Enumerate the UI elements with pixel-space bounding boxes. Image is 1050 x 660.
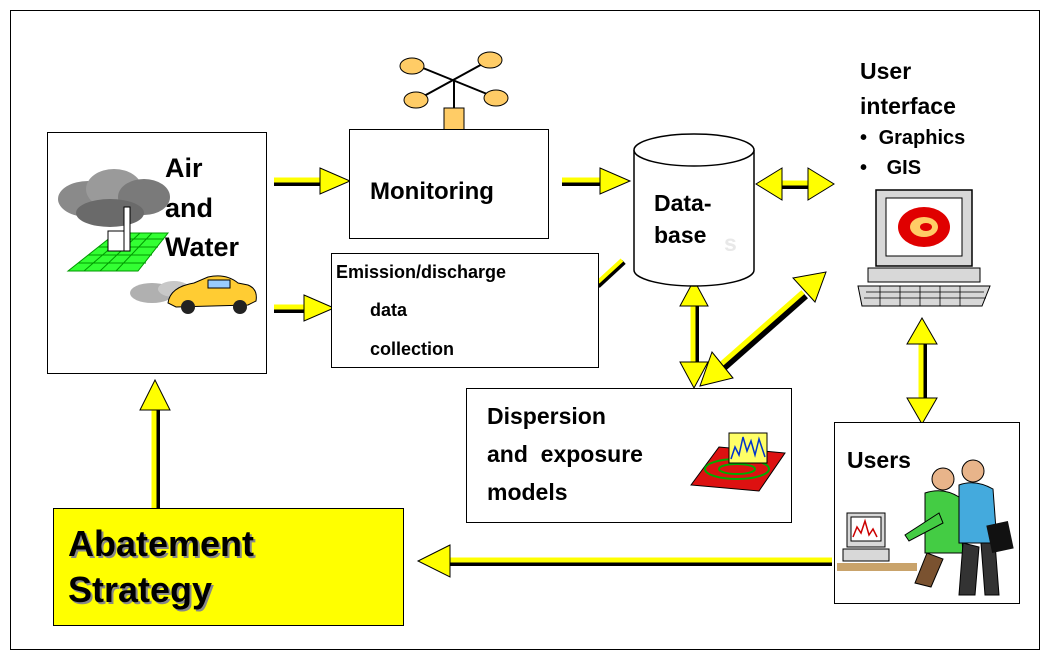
emission-label-3: collection (370, 339, 455, 359)
user-interface-bullet-1: • Graphics (860, 127, 965, 150)
arrow-database-ui (755, 167, 835, 201)
user-interface-title-2: interface (860, 93, 956, 119)
emission-label-2: data (370, 300, 408, 320)
slide-frame (10, 10, 1040, 650)
air-water-label-1: Air (165, 153, 203, 183)
bullet-text-gis: GIS (886, 157, 922, 179)
user-interface-title-1: User (860, 58, 912, 84)
arrow-air-to-emission (274, 294, 336, 322)
database-label-1: Data- (654, 190, 712, 216)
users-box: Users (834, 422, 1020, 604)
arrow-monitoring-to-database (562, 167, 632, 195)
bullet-icon: • (860, 127, 868, 149)
bullet-icon: • (860, 157, 868, 179)
abatement-strategy-box: Abatement Strategy (53, 508, 404, 626)
arrow-database-dispersion (679, 278, 709, 390)
car-exhaust-icon (130, 275, 257, 314)
monitoring-box: Monitoring (349, 129, 549, 239)
dispersion-label-2: and exposure (487, 441, 643, 467)
monitoring-label: Monitoring (370, 178, 494, 205)
dispersion-box: Dispersion and exposure models (466, 388, 792, 523)
air-water-label-2: and (165, 193, 214, 223)
dispersion-label-1: Dispersion (487, 403, 606, 429)
user-interface-bullet-2: • GIS (860, 157, 921, 180)
arrow-emission-to-database (596, 258, 626, 288)
bullet-text-graphics: Graphics (878, 127, 966, 149)
air-water-box: Air and Water (47, 132, 267, 374)
dispersion-label-3: models (487, 479, 568, 505)
database-label-suffix: s (724, 230, 737, 256)
arrow-abatement-to-air (139, 378, 171, 508)
emission-box: Emission/discharge data collection (331, 253, 599, 368)
dispersion-map-icon (690, 432, 786, 492)
emission-label-1: Emission/discharge (336, 262, 507, 282)
users-label: Users (847, 447, 911, 473)
database-label-2: base (654, 222, 707, 248)
factory-cloud-icon (58, 169, 170, 272)
arrow-users-to-abatement (416, 544, 832, 578)
arrow-air-to-monitoring (274, 167, 352, 195)
abatement-label-2: Strategy (68, 569, 213, 610)
users-people-icon (837, 459, 1014, 596)
arrow-ui-users (906, 316, 938, 426)
abatement-label-1: Abatement (68, 523, 255, 564)
arrow-ui-dispersion (699, 271, 827, 387)
air-water-label-3: Water (165, 232, 240, 262)
